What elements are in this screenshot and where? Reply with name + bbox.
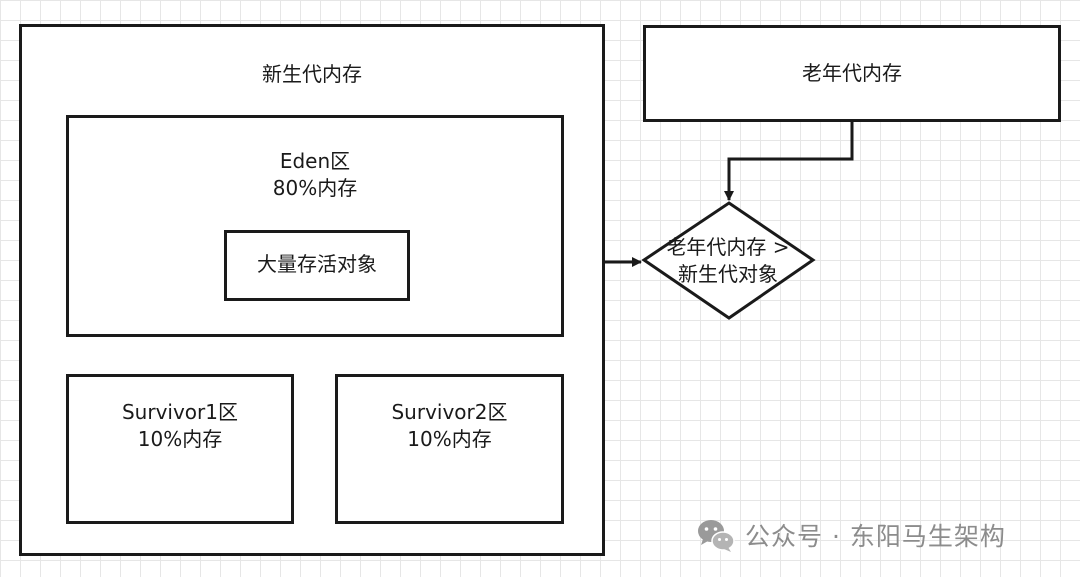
survivor2-title-line1: Survivor2区 xyxy=(391,400,508,424)
young-gen-memory-box[interactable]: 新生代内存 Eden区 80%内存 大量存活对象 Survivor1区 10%内… xyxy=(19,24,605,556)
watermark: 公众号 · 东阳马生架构 xyxy=(695,513,1006,557)
survivor2-box[interactable]: Survivor2区 10%内存 xyxy=(335,374,564,524)
watermark-text: 公众号 · 东阳马生架构 xyxy=(745,522,1006,551)
survivor1-title-line2: 10%内存 xyxy=(137,427,223,451)
survivor2-title-line2: 10%内存 xyxy=(407,427,492,451)
survivor1-title-line1: Survivor1区 xyxy=(121,400,238,424)
young-gen-title: 新生代内存 xyxy=(262,62,362,86)
arrow-old-gen-to-decision xyxy=(724,122,854,201)
decision-label-line2: 新生代对象 xyxy=(678,262,778,286)
live-objects-box[interactable]: 大量存活对象 xyxy=(224,230,410,301)
decision-label-line1: 老年代内存 > xyxy=(666,235,790,259)
eden-title-line2: 80%内存 xyxy=(272,176,358,200)
old-gen-title: 老年代内存 xyxy=(802,61,902,85)
survivor2-title: Survivor2区 10%内存 xyxy=(338,399,561,453)
survivor1-title: Survivor1区 10%内存 xyxy=(69,399,291,453)
eden-space-box[interactable]: Eden区 80%内存 大量存活对象 xyxy=(66,115,564,337)
old-gen-memory-box[interactable]: 老年代内存 xyxy=(643,25,1061,122)
live-objects-label: 大量存活对象 xyxy=(257,252,377,276)
eden-title-line1: Eden区 xyxy=(279,149,351,173)
decision-label: 老年代内存 > 新生代对象 xyxy=(645,234,811,288)
survivor1-box[interactable]: Survivor1区 10%内存 xyxy=(66,374,294,524)
eden-title: Eden区 80%内存 xyxy=(69,148,561,202)
wechat-icon xyxy=(698,520,735,552)
decision-diamond[interactable] xyxy=(641,201,816,320)
